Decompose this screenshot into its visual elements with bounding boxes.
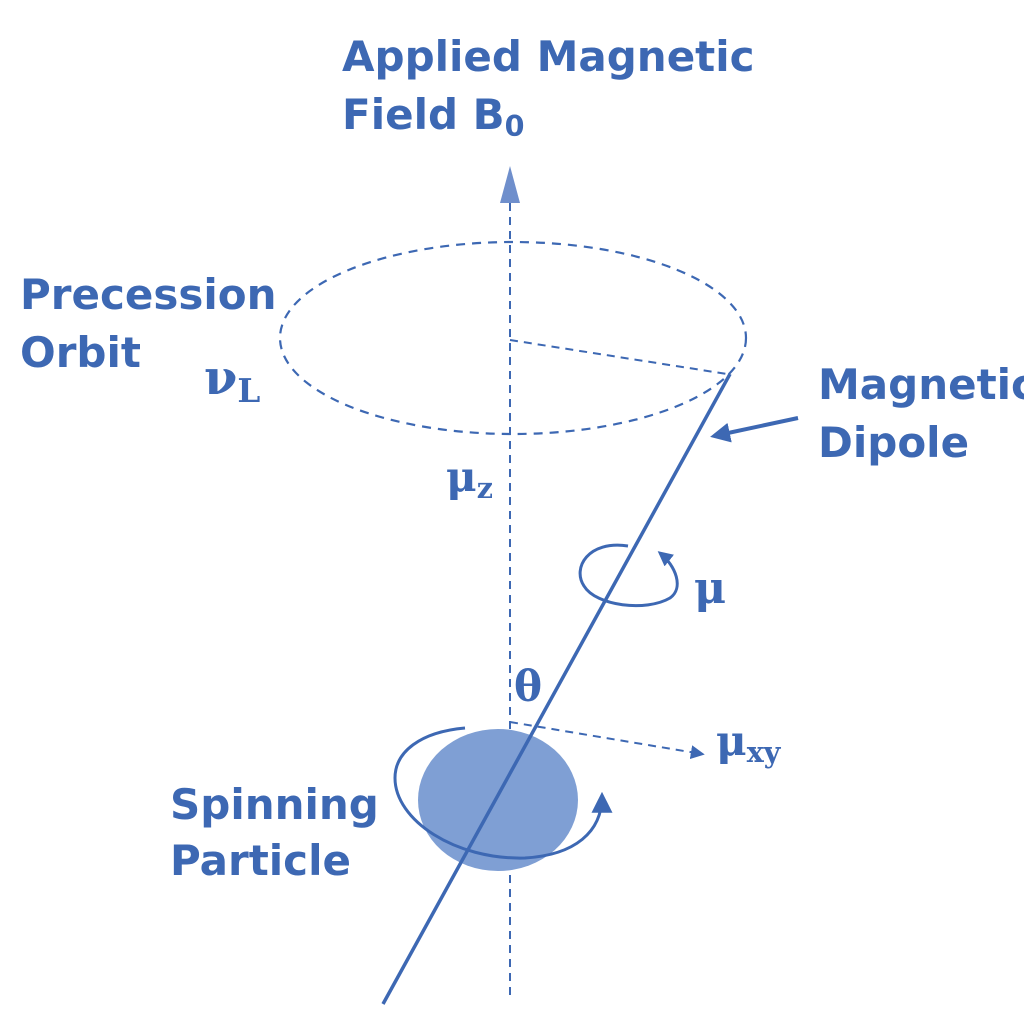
mu-z-symbol: μz bbox=[446, 452, 493, 505]
precession-orbit-ellipse bbox=[278, 240, 748, 436]
field-label-line2: Field B0 bbox=[342, 88, 525, 146]
dipole-label-line2: Dipole bbox=[818, 418, 970, 467]
particle-label-line2: Particle bbox=[170, 836, 351, 885]
nu-subscript: L bbox=[237, 371, 261, 411]
particle-body bbox=[418, 729, 578, 871]
field-arrowhead bbox=[500, 166, 520, 203]
field-label-line1: Applied Magnetic bbox=[342, 32, 755, 81]
mu-xy-base: μ bbox=[716, 716, 747, 765]
mu-z-base: μ bbox=[446, 452, 477, 501]
spin-ring-back bbox=[393, 726, 466, 779]
particle-label-line1: Spinning bbox=[170, 780, 379, 829]
orbit-label-line2: Orbit bbox=[20, 328, 141, 377]
mu-xy-subscript: xy bbox=[746, 735, 781, 770]
orbit-radius-line bbox=[509, 339, 728, 375]
field-label-text: Field B bbox=[342, 90, 505, 139]
nu-base: ν bbox=[204, 350, 238, 406]
field-label-subscript: 0 bbox=[504, 109, 525, 144]
mu-xy-symbol: μxy bbox=[716, 716, 780, 769]
mu-xy-vector bbox=[509, 721, 705, 760]
theta-symbol: θ bbox=[514, 662, 543, 711]
dipole-rotation-loop bbox=[578, 543, 679, 608]
dipole-moment-line bbox=[381, 373, 732, 1005]
orbit-label-line1: Precession bbox=[20, 270, 277, 319]
larmor-frequency-symbol: νL bbox=[204, 350, 260, 410]
dipole-label-line1: Magnetic bbox=[818, 360, 1024, 409]
spin-ring-front bbox=[393, 777, 613, 860]
dipole-pointer-arrow bbox=[710, 416, 799, 443]
mu-symbol: μ bbox=[694, 563, 727, 614]
mu-z-subscript: z bbox=[476, 471, 493, 506]
